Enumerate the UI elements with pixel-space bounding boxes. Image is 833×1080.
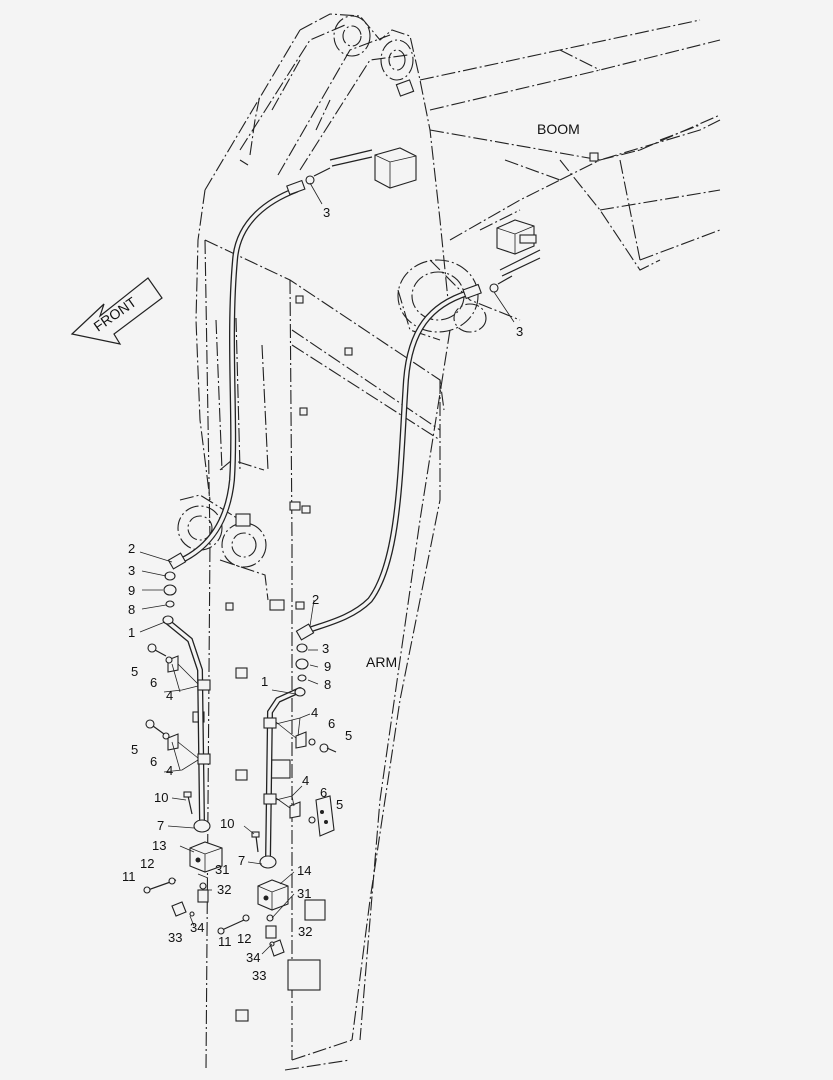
front-arrow: FRONT xyxy=(70,277,163,345)
callout: 10 xyxy=(220,816,234,831)
callout: 2 xyxy=(312,592,319,607)
callout-numbers: 3 3 2 3 9 8 1 5 6 4 5 6 4 10 7 13 12 11 … xyxy=(122,205,523,983)
callout: 6 xyxy=(328,716,335,731)
callout: 33 xyxy=(252,968,266,983)
callout: 5 xyxy=(345,728,352,743)
callout: 4 xyxy=(166,688,173,703)
callout: 3 xyxy=(322,641,329,656)
boom-outline xyxy=(204,13,721,321)
callout: 5 xyxy=(131,742,138,757)
callout: 5 xyxy=(131,664,138,679)
pipe-left xyxy=(143,571,223,917)
boom-label: BOOM xyxy=(537,121,580,137)
callout: 12 xyxy=(140,856,154,871)
arm-label: ARM xyxy=(366,654,397,670)
boom-pin-holes xyxy=(333,15,415,97)
callout: 6 xyxy=(150,754,157,769)
callout: 32 xyxy=(298,924,312,939)
callout: 3 xyxy=(128,563,135,578)
callout: 4 xyxy=(311,705,318,720)
front-label: FRONT xyxy=(91,293,140,334)
callout: 1 xyxy=(261,674,268,689)
callout: 7 xyxy=(157,818,164,833)
callout: 3 xyxy=(516,324,523,339)
arm-outline xyxy=(179,189,451,1071)
callout: 34 xyxy=(190,920,204,935)
callout: 31 xyxy=(297,886,311,901)
callout: 11 xyxy=(218,934,232,949)
callout: 8 xyxy=(324,677,331,692)
boom-valve-blocks xyxy=(329,147,599,277)
arm-pivot xyxy=(397,259,487,341)
callout: 12 xyxy=(237,931,251,946)
arm-pin-holes xyxy=(177,505,285,611)
callout: 3 xyxy=(323,205,330,220)
callout: 6 xyxy=(150,675,157,690)
callout: 34 xyxy=(246,950,260,965)
callout: 8 xyxy=(128,602,135,617)
callout: 32 xyxy=(217,882,231,897)
callout: 11 xyxy=(122,869,136,884)
callout: 9 xyxy=(128,583,135,598)
callout: 1 xyxy=(128,625,135,640)
callout: 9 xyxy=(324,659,331,674)
hose-left xyxy=(167,179,306,570)
leader-lines xyxy=(139,182,515,955)
pipe-right xyxy=(217,643,337,957)
callout: 31 xyxy=(215,862,229,877)
callout: 13 xyxy=(152,838,166,853)
arm-brackets xyxy=(192,295,353,1022)
callout: 6 xyxy=(320,785,327,800)
callout: 2 xyxy=(128,541,135,556)
callout: 33 xyxy=(168,930,182,945)
upper-fittings xyxy=(305,167,513,293)
callout: 14 xyxy=(297,863,311,878)
hose-right xyxy=(295,283,482,641)
callout: 10 xyxy=(154,790,168,805)
callout: 4 xyxy=(302,773,309,788)
callout: 5 xyxy=(336,797,343,812)
callout: 4 xyxy=(166,763,173,778)
callout: 7 xyxy=(238,853,245,868)
